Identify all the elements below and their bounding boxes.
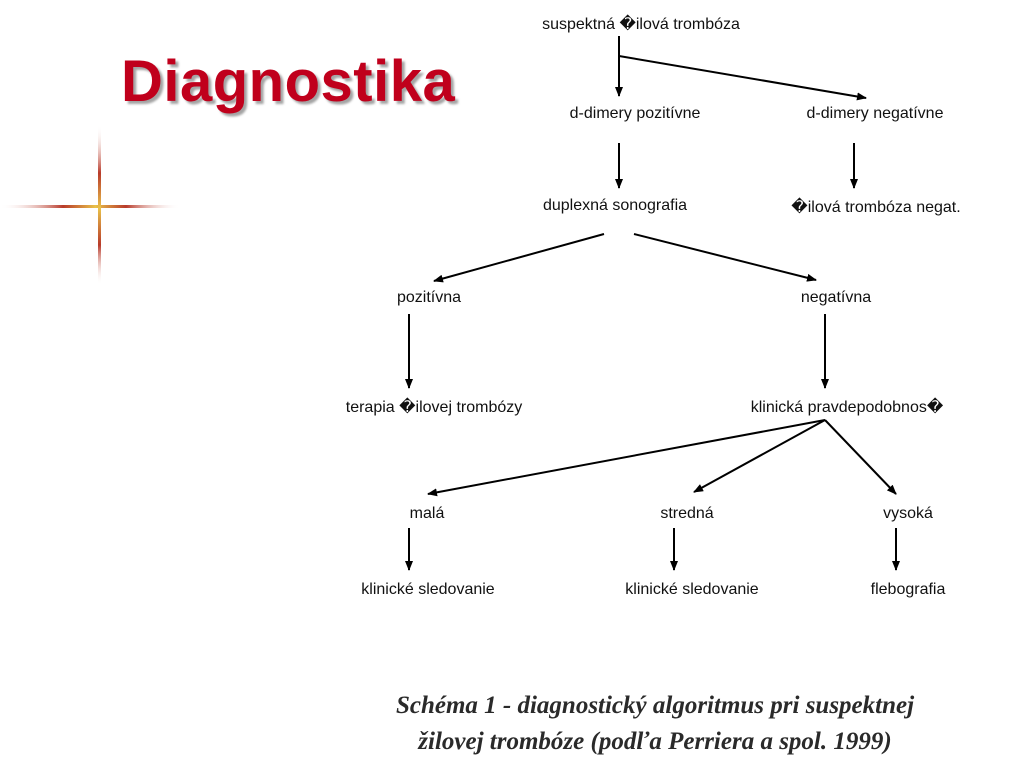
arrow-duplex-to-negative	[633, 233, 817, 282]
node-low: malá	[409, 505, 445, 522]
arrow-probability-to-low	[427, 419, 826, 497]
node-positive: pozitívna	[396, 289, 462, 306]
node-suspected-dvt: suspektná �ilová trombóza	[542, 16, 740, 33]
node-follow-up-medium: klinické sledovanie	[625, 581, 759, 598]
node-negative: negatívna	[800, 289, 872, 306]
arrow-duplex-to-positive	[433, 233, 605, 283]
caption-line-2: žilovej trombóze (podľa Perriera a spol.…	[418, 728, 892, 755]
page-title: Diagnostika	[121, 49, 456, 114]
node-phlebography: flebografia	[870, 581, 946, 598]
figure-caption: Schéma 1 - diagnostický algoritmus pri s…	[396, 688, 914, 760]
node-ddimer-negative: d-dimery negatívne	[806, 105, 944, 122]
node-follow-up-low: klinické sledovanie	[361, 581, 495, 598]
node-duplex-sonography: duplexná sonografia	[542, 197, 688, 214]
node-therapy: terapia �ilovej trombózy	[345, 399, 523, 416]
node-medium: stredná	[660, 505, 714, 522]
arrow-probability-to-medium	[693, 419, 826, 493]
node-high: vysoká	[883, 505, 933, 522]
arrow-suspected-to-ddimer-neg	[618, 55, 867, 101]
node-clinical-probability: klinická pravdepodobnos�	[750, 399, 944, 416]
cross-sparkle-icon	[0, 125, 180, 285]
node-ddimer-positive: d-dimery pozitívne	[569, 105, 701, 122]
arrow-probability-to-high	[824, 419, 897, 495]
node-dvt-negative: �ilová trombóza negat.	[791, 199, 961, 216]
caption-line-1: Schéma 1 - diagnostický algoritmus pri s…	[395, 692, 915, 719]
